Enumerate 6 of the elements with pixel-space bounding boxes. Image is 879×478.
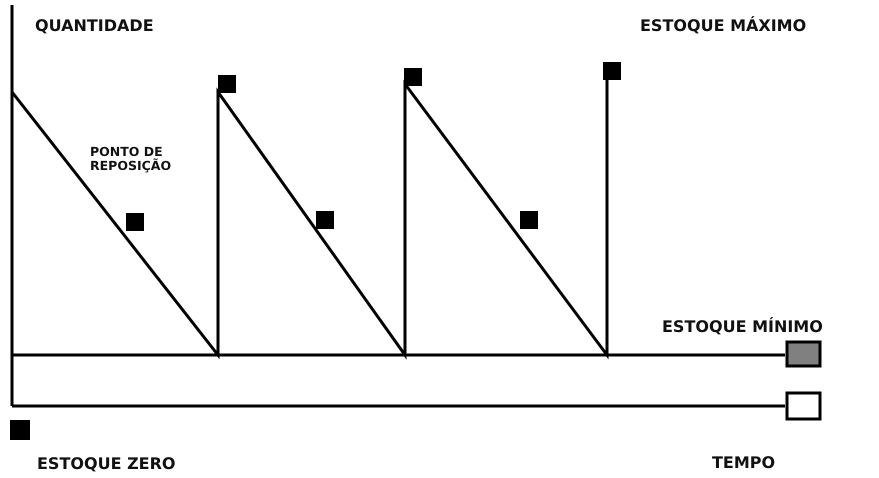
axis-label: QUANTIDADE [35,17,154,36]
axis-label: ESTOQUE MÁXIMO [640,17,806,36]
axis-label: ESTOQUE ZERO [37,455,176,474]
axis-label: TEMPO [712,454,776,472]
axis-label: ESTOQUE MÍNIMO [662,318,823,336]
axis-label: PONTO DE REPOSIÇÃO [90,145,172,174]
